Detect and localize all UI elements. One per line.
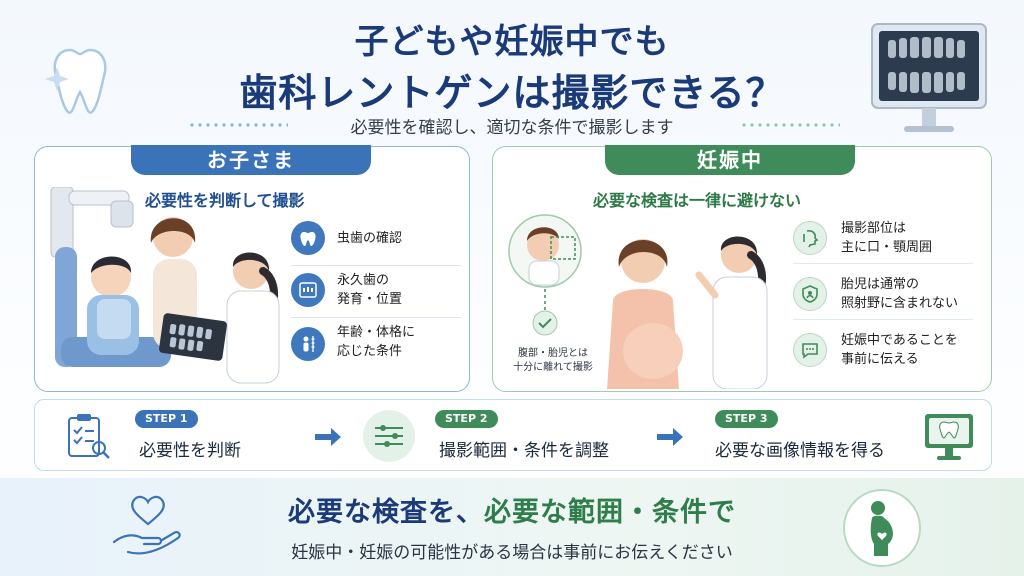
step2-text: 撮影範囲・条件を調整 xyxy=(439,441,609,461)
pregnancy-heading: 必要な検査は一律に避けない xyxy=(593,191,802,210)
pregnancy-caption: 腹部・胎児とは 十分に離れて撮影 xyxy=(513,348,593,373)
step1-badge: STEP 1 xyxy=(135,410,198,428)
children-feature-2: 永久歯の 発育・位置 xyxy=(337,273,403,307)
page-subtitle: 必要性を確認し、適切な条件で撮影します xyxy=(350,118,674,138)
page-title-line2: 歯科レントゲンは撮影できる？ xyxy=(239,71,785,115)
checklist-icon xyxy=(68,414,110,459)
pregnancy-panel: 妊娠中 必要な検査は一律に避けない 腹部・胎児とは 十分に離れて撮影 撮影部位は… xyxy=(492,145,992,392)
step-arrow-1-icon xyxy=(315,428,341,446)
pregnancy-feature-2: 胎児は通常の 照射野に含まれない xyxy=(841,277,959,311)
pregnancy-feature-3: 妊娠中であることを 事前に伝える xyxy=(841,333,958,367)
baby-shield-icon xyxy=(793,277,827,311)
sliders-icon xyxy=(363,410,415,462)
xray-monitor-icon xyxy=(871,23,987,132)
footer-message: 必要な検査を、必要な範囲・条件で xyxy=(0,490,1024,529)
teeth-xray-icon xyxy=(291,273,325,307)
pregnancy-tab: 妊娠中 xyxy=(605,145,855,175)
subtitle-dots-left xyxy=(188,123,288,127)
children-divider-1 xyxy=(291,265,461,266)
children-tab: お子さま xyxy=(131,145,371,175)
footer-subtext: 妊娠中・妊娠の可能性がある場合は事前にお伝えください xyxy=(291,543,733,563)
children-panel: お子さま 必要性を判断して撮影 虫歯の確認 xyxy=(34,145,470,392)
pregnancy-divider-1 xyxy=(793,263,973,264)
page-title-line1: 子どもや妊娠中でも xyxy=(354,22,670,62)
heart-hand-icon xyxy=(112,495,181,555)
pregnant-woman-icon xyxy=(843,489,921,567)
face-profile-icon xyxy=(793,221,827,255)
children-divider-2 xyxy=(291,317,461,318)
tooth-sparkle-icon xyxy=(291,221,325,255)
monitor-tooth-icon xyxy=(925,414,973,460)
step3-badge: STEP 3 xyxy=(715,410,778,428)
children-heading: 必要性を判断して撮影 xyxy=(145,191,305,210)
step1-text: 必要性を判断 xyxy=(139,441,241,461)
children-feature-1: 虫歯の確認 xyxy=(337,231,403,246)
footer-message-part2: 必要な範囲・条件で xyxy=(484,497,736,528)
child-dental-visit-illustration xyxy=(50,187,280,384)
steps-bar: STEP 1 必要性を判断 STEP 2 撮影範囲・条件を調整 STEP 3 必… xyxy=(34,399,992,471)
pregnancy-feature-1: 撮影部位は 主に口・顎周囲 xyxy=(841,221,933,255)
child-height-icon xyxy=(291,327,325,361)
pregnancy-consultation-illustration xyxy=(508,214,768,389)
step-arrow-2-icon xyxy=(657,428,683,446)
chat-bubble-icon xyxy=(793,333,827,367)
pregnancy-divider-2 xyxy=(793,319,973,320)
tooth-sparkle-decoration-icon xyxy=(45,48,107,114)
footer-message-part1: 必要な検査を、 xyxy=(288,497,484,528)
step3-text: 必要な画像情報を得る xyxy=(715,441,885,461)
step2-badge: STEP 2 xyxy=(435,410,498,428)
subtitle-dots-right xyxy=(740,123,840,127)
children-feature-3: 年齢・体格に 応じた条件 xyxy=(337,325,416,359)
